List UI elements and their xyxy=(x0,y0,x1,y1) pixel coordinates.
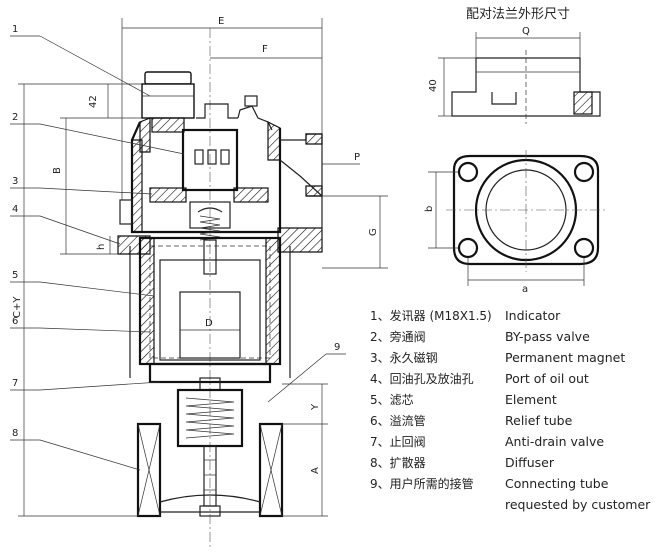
dim-p: P xyxy=(354,152,360,163)
filter-assembly xyxy=(117,28,323,548)
callout-1: 1 xyxy=(12,24,18,35)
legend-cn-9: 9、用户所需的接管 xyxy=(370,476,474,491)
dim-y: Y xyxy=(310,403,321,411)
parts-legend: 1、发讯器 (M18X1.5) Indicator 2、旁通阀 BY-pass … xyxy=(370,308,651,512)
flange-detail: 配对法兰外形尺寸 Q 40 xyxy=(424,7,608,295)
diffuser xyxy=(136,422,284,518)
legend-en-9: Connecting tube xyxy=(505,476,609,491)
dim-d: D xyxy=(205,318,213,329)
legend-cn-5: 5、滤芯 xyxy=(370,393,414,407)
legend-cn-1: 1、发讯器 (M18X1.5) xyxy=(370,308,492,323)
callout-3: 3 xyxy=(12,176,18,187)
dim-f: F xyxy=(262,44,268,55)
legend-en-3: Permanent magnet xyxy=(505,350,625,365)
dim-b-height: B xyxy=(52,167,63,174)
flange-title: 配对法兰外形尺寸 xyxy=(466,7,570,22)
dim-b: b xyxy=(424,206,435,212)
legend-cn-4: 4、回油孔及放油孔 xyxy=(370,371,474,386)
legend-en-4: Port of oil out xyxy=(505,371,589,386)
callout-8: 8 xyxy=(12,428,18,439)
dim-40: 40 xyxy=(428,79,439,92)
legend-cn-3: 3、永久磁钢 xyxy=(370,350,438,365)
legend-en-2: BY-pass valve xyxy=(505,329,590,344)
flange-side-view xyxy=(438,32,601,124)
callout-5: 5 xyxy=(12,270,18,281)
callout-6: 6 xyxy=(12,316,18,327)
dim-q: Q xyxy=(522,26,530,37)
legend-cn-7: 7、止回阀 xyxy=(370,435,426,449)
legend-en-7: Anti-drain valve xyxy=(505,434,604,449)
legend-en-9-cont: requested by customer xyxy=(505,497,651,512)
legend-cn-2: 2、旁通阀 xyxy=(370,329,426,344)
legend-en-6: Relief tube xyxy=(505,413,573,428)
indicator-body xyxy=(141,71,195,133)
legend-en-8: Diffuser xyxy=(505,455,555,470)
dim-g: G xyxy=(368,228,379,236)
legend-cn-6: 6、溢流管 xyxy=(370,413,426,428)
dim-c-plus-y: C+Y xyxy=(12,296,23,318)
legend-cn-8: 8、扩散器 xyxy=(370,455,426,470)
callout-numbers: 1 2 3 4 5 6 7 8 9 xyxy=(12,24,340,439)
dim-h: h xyxy=(96,244,107,250)
callout-7: 7 xyxy=(12,378,18,389)
dimension-lines xyxy=(18,18,388,517)
callout-leaders xyxy=(10,35,346,471)
callout-4: 4 xyxy=(12,204,18,215)
callout-2: 2 xyxy=(12,112,18,123)
legend-en-5: Element xyxy=(505,392,557,407)
dim-42: 42 xyxy=(88,95,99,108)
dim-a-height: A xyxy=(310,467,321,474)
bypass-valve xyxy=(149,128,269,275)
flange-top-view xyxy=(428,150,608,286)
callout-9: 9 xyxy=(334,342,340,353)
dim-a: a xyxy=(522,284,528,295)
dimension-labels: E F P 42 B G h C+Y D Y A xyxy=(12,16,379,474)
dim-e: E xyxy=(218,16,224,27)
legend-en-1: Indicator xyxy=(505,308,561,323)
